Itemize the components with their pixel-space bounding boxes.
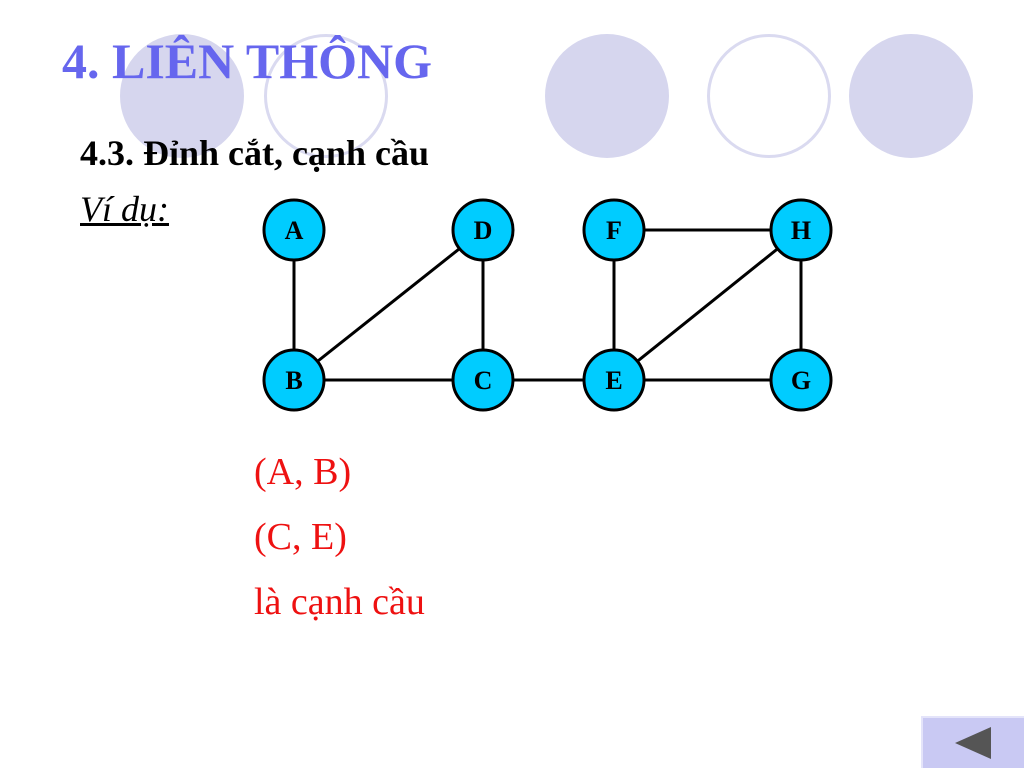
node-circle [451,198,515,262]
node-circle [582,198,646,262]
back-button[interactable] [921,716,1024,768]
node-circle [262,348,326,412]
bridge-conclusion: là cạnh cầu [254,581,425,623]
graph-node-e: E [582,348,646,412]
node-circle [262,198,326,262]
decor-circle-1 [120,34,244,158]
node-circle [582,348,646,412]
node-label: G [791,366,811,395]
decor-circle-5 [849,34,973,158]
node-label: C [474,366,493,395]
node-circle [769,198,833,262]
node-label: H [791,216,811,245]
graph-node-d: D [451,198,515,262]
graph-node-g: G [769,348,833,412]
graph-node-f: F [582,198,646,262]
graph-node-b: B [262,348,326,412]
node-label: A [285,216,304,245]
decor-circle-4 [707,34,831,158]
triangle-left-icon [955,727,991,759]
node-label: F [606,216,622,245]
edge-b-d [293,228,484,382]
section-subtitle: 4.3. Đỉnh cắt, cạnh cầu [80,133,430,173]
slide-title: 4. LIÊN THÔNG [62,33,432,89]
bridge-edge-ce: (C, E) [254,516,347,558]
node-label: D [474,216,493,245]
graph-node-c: C [451,348,515,412]
graph-node-h: H [769,198,833,262]
node-circle [451,348,515,412]
edge-e-h [613,228,802,382]
bridge-edge-ab: (A, B) [254,451,352,493]
decor-circle-2 [264,34,388,158]
node-circle [769,348,833,412]
example-label: Ví dụ: [80,189,169,229]
graph-node-a: A [262,198,326,262]
decor-circle-3 [545,34,669,158]
node-label: B [285,366,302,395]
node-label: E [605,366,622,395]
